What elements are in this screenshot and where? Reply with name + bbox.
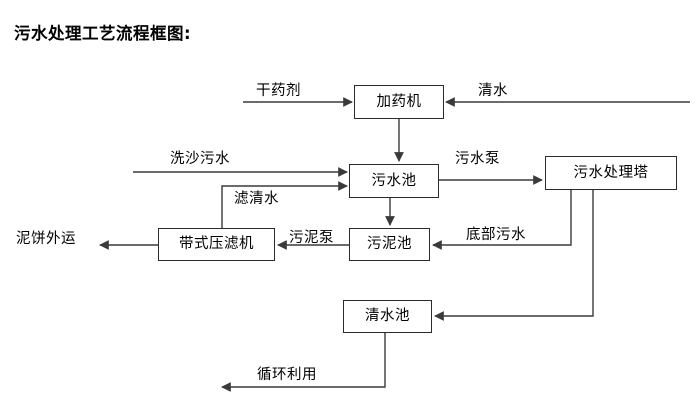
node-dosing-machine[interactable]: 加药机 [354,85,444,119]
node-label: 加药机 [376,93,422,110]
node-belt-filter-press[interactable]: 带式压滤机 [158,228,275,261]
label-clean-water-input: 清水 [478,83,508,99]
node-label: 污水池 [371,172,417,189]
edge-clean-water-pool-recycle [221,333,386,392]
edge-filterpress-to-wastewater-pool [221,181,348,228]
node-clean-water-pool[interactable]: 清水池 [343,300,432,333]
node-treatment-tower[interactable]: 污水处理塔 [545,156,677,190]
label-mud-cake-out: 泥饼外运 [16,231,76,247]
edge-tower-to-sludge-pool [432,190,572,250]
label-sand-wash-water: 洗沙污水 [170,151,230,167]
label-bottom-wastewater: 底部污水 [466,227,526,243]
label-dry-chemical: 干药剂 [256,83,301,99]
node-label: 污泥池 [367,236,412,253]
node-label: 污水处理塔 [573,164,649,181]
node-wastewater-pool[interactable]: 污水池 [349,164,439,198]
label-sludge-pump: 污泥泵 [289,230,334,246]
page-title: 污水处理工艺流程框图: [14,24,192,43]
label-recycle-reuse: 循环利用 [257,367,317,383]
node-label: 清水池 [365,308,410,325]
node-sludge-pool[interactable]: 污泥池 [349,228,430,261]
label-wastewater-pump: 污水泵 [455,151,500,167]
edge-tower-to-clean-water-pool [434,190,594,321]
label-filtered-clear-water: 滤清水 [234,191,279,207]
node-label: 带式压滤机 [179,236,254,253]
